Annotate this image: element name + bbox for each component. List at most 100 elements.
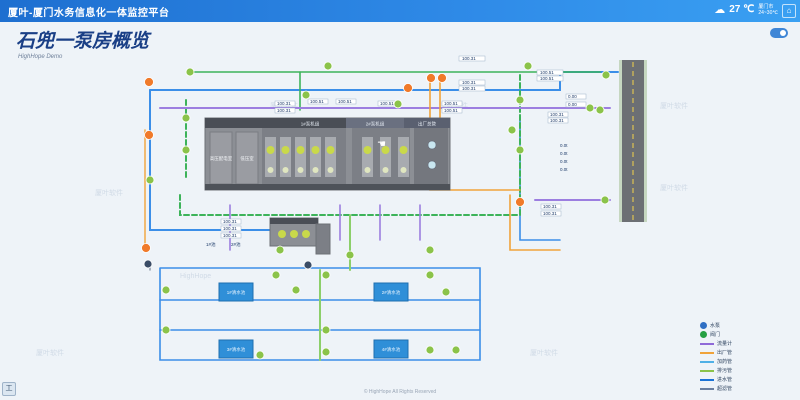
reading-value: 100.31 — [277, 108, 291, 113]
legend-label: 流量计 — [717, 341, 733, 347]
pump-markers[interactable] — [143, 259, 313, 270]
cloud-icon: ☁ — [714, 4, 726, 16]
tanks: 1#清水池 2#清水池 3#清水池 4#清水池 — [218, 282, 409, 359]
page-title: 石兜一泵房概览 — [16, 31, 150, 52]
watermark-text: 厦叶软件 — [36, 348, 64, 357]
legend-label: 水泵 — [710, 323, 721, 329]
legend-row: 水泵 — [700, 321, 790, 330]
flow-value: 0.0t — [560, 143, 568, 148]
valve-markers[interactable] — [145, 61, 611, 360]
weather-widget: ☁ 27 ℃ 厦门市 24~30℃ — [714, 3, 778, 17]
legend-label: 超滤管 — [717, 386, 733, 392]
legend-row: 排污管 — [700, 366, 790, 375]
legend-row: 阀门 — [700, 330, 790, 339]
legend-label: 进水管 — [717, 377, 733, 383]
pump-unit[interactable] — [362, 137, 373, 177]
pump-units: ☚ — [265, 137, 437, 177]
reading-value: 100.31 — [543, 204, 557, 209]
cabinet-label: 低压室 — [240, 155, 254, 162]
tank-label: 1#清水池 — [227, 289, 246, 296]
reading-value: 100.31 — [277, 101, 291, 106]
legend-label: 排污管 — [717, 368, 733, 374]
legend-row: 进水管 — [700, 375, 790, 384]
reading-value: 100.51 — [540, 70, 554, 75]
watermark-text: 厦叶软件 — [660, 101, 688, 110]
view-toggle[interactable] — [770, 28, 788, 38]
weather-city: 厦门市 — [758, 3, 774, 10]
flow-value: 0.0t — [560, 167, 568, 172]
flow-value: 0.0t — [560, 159, 568, 164]
watermark-text: HighHope — [180, 273, 211, 280]
weather-meta: 厦门市 24~30℃ — [758, 4, 778, 16]
reading-value: 100.51 — [310, 99, 324, 104]
pump-unit[interactable] — [310, 137, 321, 177]
reading-value: 100.31 — [462, 80, 476, 85]
reading-value: 100.51 — [338, 99, 352, 104]
road — [619, 60, 647, 222]
reading-value: 100.51 — [444, 108, 458, 113]
legend-label: 加药管 — [717, 359, 733, 365]
tool-button[interactable]: 工 — [2, 382, 16, 396]
unit-label: 2#池 — [231, 241, 241, 247]
weather-temp: 27 ℃ — [729, 4, 755, 15]
legend-row: 流量计 — [700, 339, 790, 348]
pump-icon — [700, 322, 707, 329]
page-subtitle: HighHope Demo — [18, 54, 63, 60]
flow-line-icon — [700, 351, 714, 354]
reading-value: 100.51 — [444, 101, 458, 106]
watermark-text: 厦叶软件 — [95, 188, 123, 197]
section-label: 2#泵机组 — [366, 121, 385, 128]
reading-value: 100.31 — [550, 118, 564, 123]
section-label: 出厂总管 — [418, 121, 436, 128]
watermark-text: 厦叶软件 — [530, 348, 558, 357]
legend-row: 超滤管 — [700, 384, 790, 393]
flow-value: 0.0t — [560, 151, 568, 156]
reading-value: 0.00 — [568, 102, 577, 107]
top-bar: 厦叶-厦门水务信息化一体监控平台 ☁ 27 ℃ 厦门市 24~30℃ ⌂ — [0, 0, 800, 22]
reading-value: 0.00 — [568, 94, 577, 99]
reading-value: 100.31 — [550, 112, 564, 117]
alarm-markers[interactable] — [141, 73, 525, 253]
pointer-cursor-icon: ☚ — [377, 139, 386, 150]
legend-row: 出厂管 — [700, 348, 790, 357]
pump-unit[interactable] — [280, 137, 291, 177]
sub-building — [269, 217, 331, 255]
tank-label: 2#清水池 — [382, 289, 401, 296]
pump-unit[interactable] — [380, 137, 391, 177]
legend: 水泵 阀门 流量计 出厂管 加药管 排污管 进水管 超滤管 — [700, 321, 790, 393]
pump-unit[interactable] — [427, 140, 437, 170]
footer-copyright: © HighHope All Rights Reserved — [363, 389, 437, 395]
flow-line-icon — [700, 342, 714, 345]
legend-row: 加药管 — [700, 357, 790, 366]
unit-label: 1#池 — [206, 241, 216, 247]
reading-value: 100.31 — [543, 211, 557, 216]
reading-value: 100.31 — [462, 86, 476, 91]
pump-unit[interactable] — [398, 137, 409, 177]
flow-line-icon — [700, 378, 714, 381]
tank-label: 3#清水池 — [227, 346, 246, 353]
reading-value: 100.31 — [462, 56, 476, 61]
section-label: 1#泵机组 — [301, 121, 320, 128]
weather-range: 24~30℃ — [758, 9, 778, 16]
pump-unit[interactable] — [265, 137, 276, 177]
tank-label: 4#清水池 — [382, 346, 401, 353]
legend-label: 出厂管 — [717, 350, 733, 356]
pump-unit[interactable] — [295, 137, 306, 177]
flow-line-icon — [700, 387, 714, 390]
flow-line-icon — [700, 369, 714, 372]
reading-value: 100.31 — [223, 233, 237, 238]
legend-label: 阀门 — [710, 332, 721, 338]
cabinet-label: 高压配电室 — [210, 155, 233, 162]
app-brand: 厦叶-厦门水务信息化一体监控平台 — [8, 8, 170, 19]
reading-value: 100.51 — [540, 76, 554, 81]
value-boxes: 100.31 100.31 100.31 100.51 100.51 100.3… — [206, 55, 587, 247]
reading-value: 100.31 — [223, 226, 237, 231]
pump-unit[interactable] — [325, 137, 336, 177]
watermark-text: 厦叶软件 — [660, 183, 688, 192]
reading-value: 100.31 — [223, 219, 237, 224]
flow-line-icon — [700, 360, 714, 363]
pin-icon[interactable]: ⌂ — [782, 4, 796, 18]
valve-icon — [700, 331, 707, 338]
reading-value: 100.51 — [380, 101, 394, 106]
